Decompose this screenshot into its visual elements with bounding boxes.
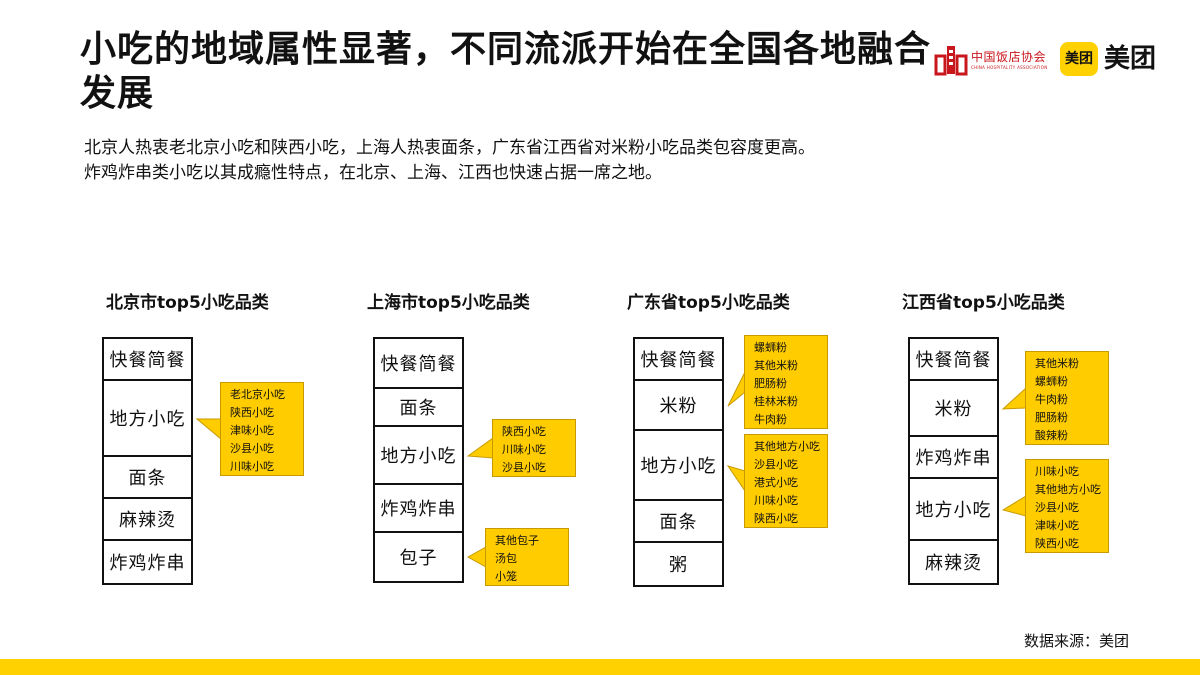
category-cell: 快餐简餐 [910,339,997,381]
subcategory-item: 肥肠粉 [754,377,787,390]
summary-text: 北京人热衷老北京小吃和陕西小吃，上海人热衷面条，广东省江西省对米粉小吃品类包容度… [84,136,984,186]
category-cell: 快餐简餐 [104,339,191,381]
subcategory-item: 沙县小吃 [230,442,274,455]
category-cell: 地方小吃 [104,381,191,457]
category-cell: 地方小吃 [375,427,462,485]
subcategory-item: 陕西小吃 [754,512,798,525]
subcategory-item: 老北京小吃 [230,388,285,401]
callout-box: 螺蛳粉其他米粉肥肠粉桂林米粉牛肉粉 [744,335,828,429]
subcategory-item: 津味小吃 [230,424,274,437]
category-cell: 包子 [399,548,438,569]
subcategory-item: 其他地方小吃 [1035,483,1101,496]
chart-title: 上海市top5小吃品类 [367,293,530,313]
chart-title: 江西省top5小吃品类 [902,293,1065,313]
subcategory-item: 川味小吃 [754,494,798,507]
footer-accent-bar [0,659,1200,675]
callout-box: 其他包子汤包小笼 [485,528,569,586]
subcategory-item: 牛肉粉 [1035,393,1068,406]
category-cell: 炸鸡炸串 [375,485,462,533]
category-cell: 地方小吃 [910,479,997,541]
subcategory-item: 陕西小吃 [502,425,546,438]
meituan-badge: 美团 [1060,42,1098,76]
subcategory-item: 肥肠粉 [1035,411,1068,424]
subcategory-item: 桂林米粉 [754,395,798,408]
category-cell: 麻辣烫 [925,553,982,574]
data-source: 数据来源：美团 [1024,632,1130,650]
category-cell: 麻辣烫 [104,499,191,541]
callout-box: 老北京小吃陕西小吃津味小吃沙县小吃川味小吃 [220,382,304,476]
category-cell: 面条 [104,457,191,499]
callout-pointer-shape [1001,495,1027,517]
subcategory-item: 其他地方小吃 [754,440,820,453]
subcategory-item: 陕西小吃 [1035,537,1079,550]
category-column: 快餐简餐地方小吃面条麻辣烫炸鸡炸串 [102,337,193,585]
subcategory-item: 川味小吃 [1035,465,1079,478]
subcategory-item: 沙县小吃 [754,458,798,471]
subcategory-item: 川味小吃 [502,443,546,456]
chart-title: 北京市top5小吃品类 [106,293,269,313]
category-column: 快餐简餐米粉地方小吃面条粥 [633,337,724,587]
summary-line-2: 炸鸡炸串类小吃以其成瘾性特点，在北京、上海、江西也快速占据一席之地。 [84,163,662,183]
subcategory-item: 港式小吃 [754,476,798,489]
subcategory-item: 小笼 [495,570,517,583]
category-cell: 面条 [635,501,722,543]
callout-box: 其他米粉螺蛳粉牛肉粉肥肠粉酸辣粉 [1025,351,1109,445]
subcategory-item: 沙县小吃 [1035,501,1079,514]
building-logo-icon [934,46,968,76]
category-cell: 炸鸡炸串 [109,553,186,574]
category-column: 快餐简餐米粉炸鸡炸串地方小吃麻辣烫 [908,337,999,585]
china-hospitality-association-logo: 中国饭店协会 CHINA HOSPITALITY ASSOCIATION [934,42,1054,78]
category-cell: 粥 [669,555,688,576]
summary-line-1: 北京人热衷老北京小吃和陕西小吃，上海人热衷面条，广东省江西省对米粉小吃品类包容度… [84,138,815,158]
category-cell: 地方小吃 [635,431,722,501]
subcategory-item: 沙县小吃 [502,461,546,474]
subcategory-item: 螺蛳粉 [754,341,787,354]
subcategory-item: 螺蛳粉 [1035,375,1068,388]
subcategory-item: 汤包 [495,552,517,565]
subcategory-item: 牛肉粉 [754,413,787,426]
subcategory-item: 其他包子 [495,534,539,547]
page-title: 小吃的地域属性显著，不同流派开始在全国各地融合发展 [80,29,932,114]
callout-box: 陕西小吃川味小吃沙县小吃 [492,419,576,477]
subcategory-item: 川味小吃 [230,460,274,473]
category-column: 快餐简餐面条地方小吃炸鸡炸串包子 [373,337,464,583]
category-cell: 快餐简餐 [635,339,722,381]
category-cell: 米粉 [635,381,722,431]
meituan-wordmark: 美团 [1104,44,1157,74]
callout-box: 川味小吃其他地方小吃沙县小吃津味小吃陕西小吃 [1025,459,1109,553]
category-cell: 米粉 [910,381,997,437]
cha-english-name: CHINA HOSPITALITY ASSOCIATION [971,65,1048,70]
subcategory-item: 津味小吃 [1035,519,1079,532]
callout-box: 其他地方小吃沙县小吃港式小吃川味小吃陕西小吃 [744,434,828,528]
subcategory-item: 酸辣粉 [1035,429,1068,442]
chart-title: 广东省top5小吃品类 [627,293,790,313]
category-cell: 面条 [375,389,462,427]
subcategory-item: 其他米粉 [754,359,798,372]
category-cell: 炸鸡炸串 [910,437,997,479]
subcategory-item: 陕西小吃 [230,406,274,419]
subcategory-item: 其他米粉 [1035,357,1079,370]
cha-chinese-name: 中国饭店协会 [971,50,1047,64]
category-cell: 快餐简餐 [375,339,462,389]
